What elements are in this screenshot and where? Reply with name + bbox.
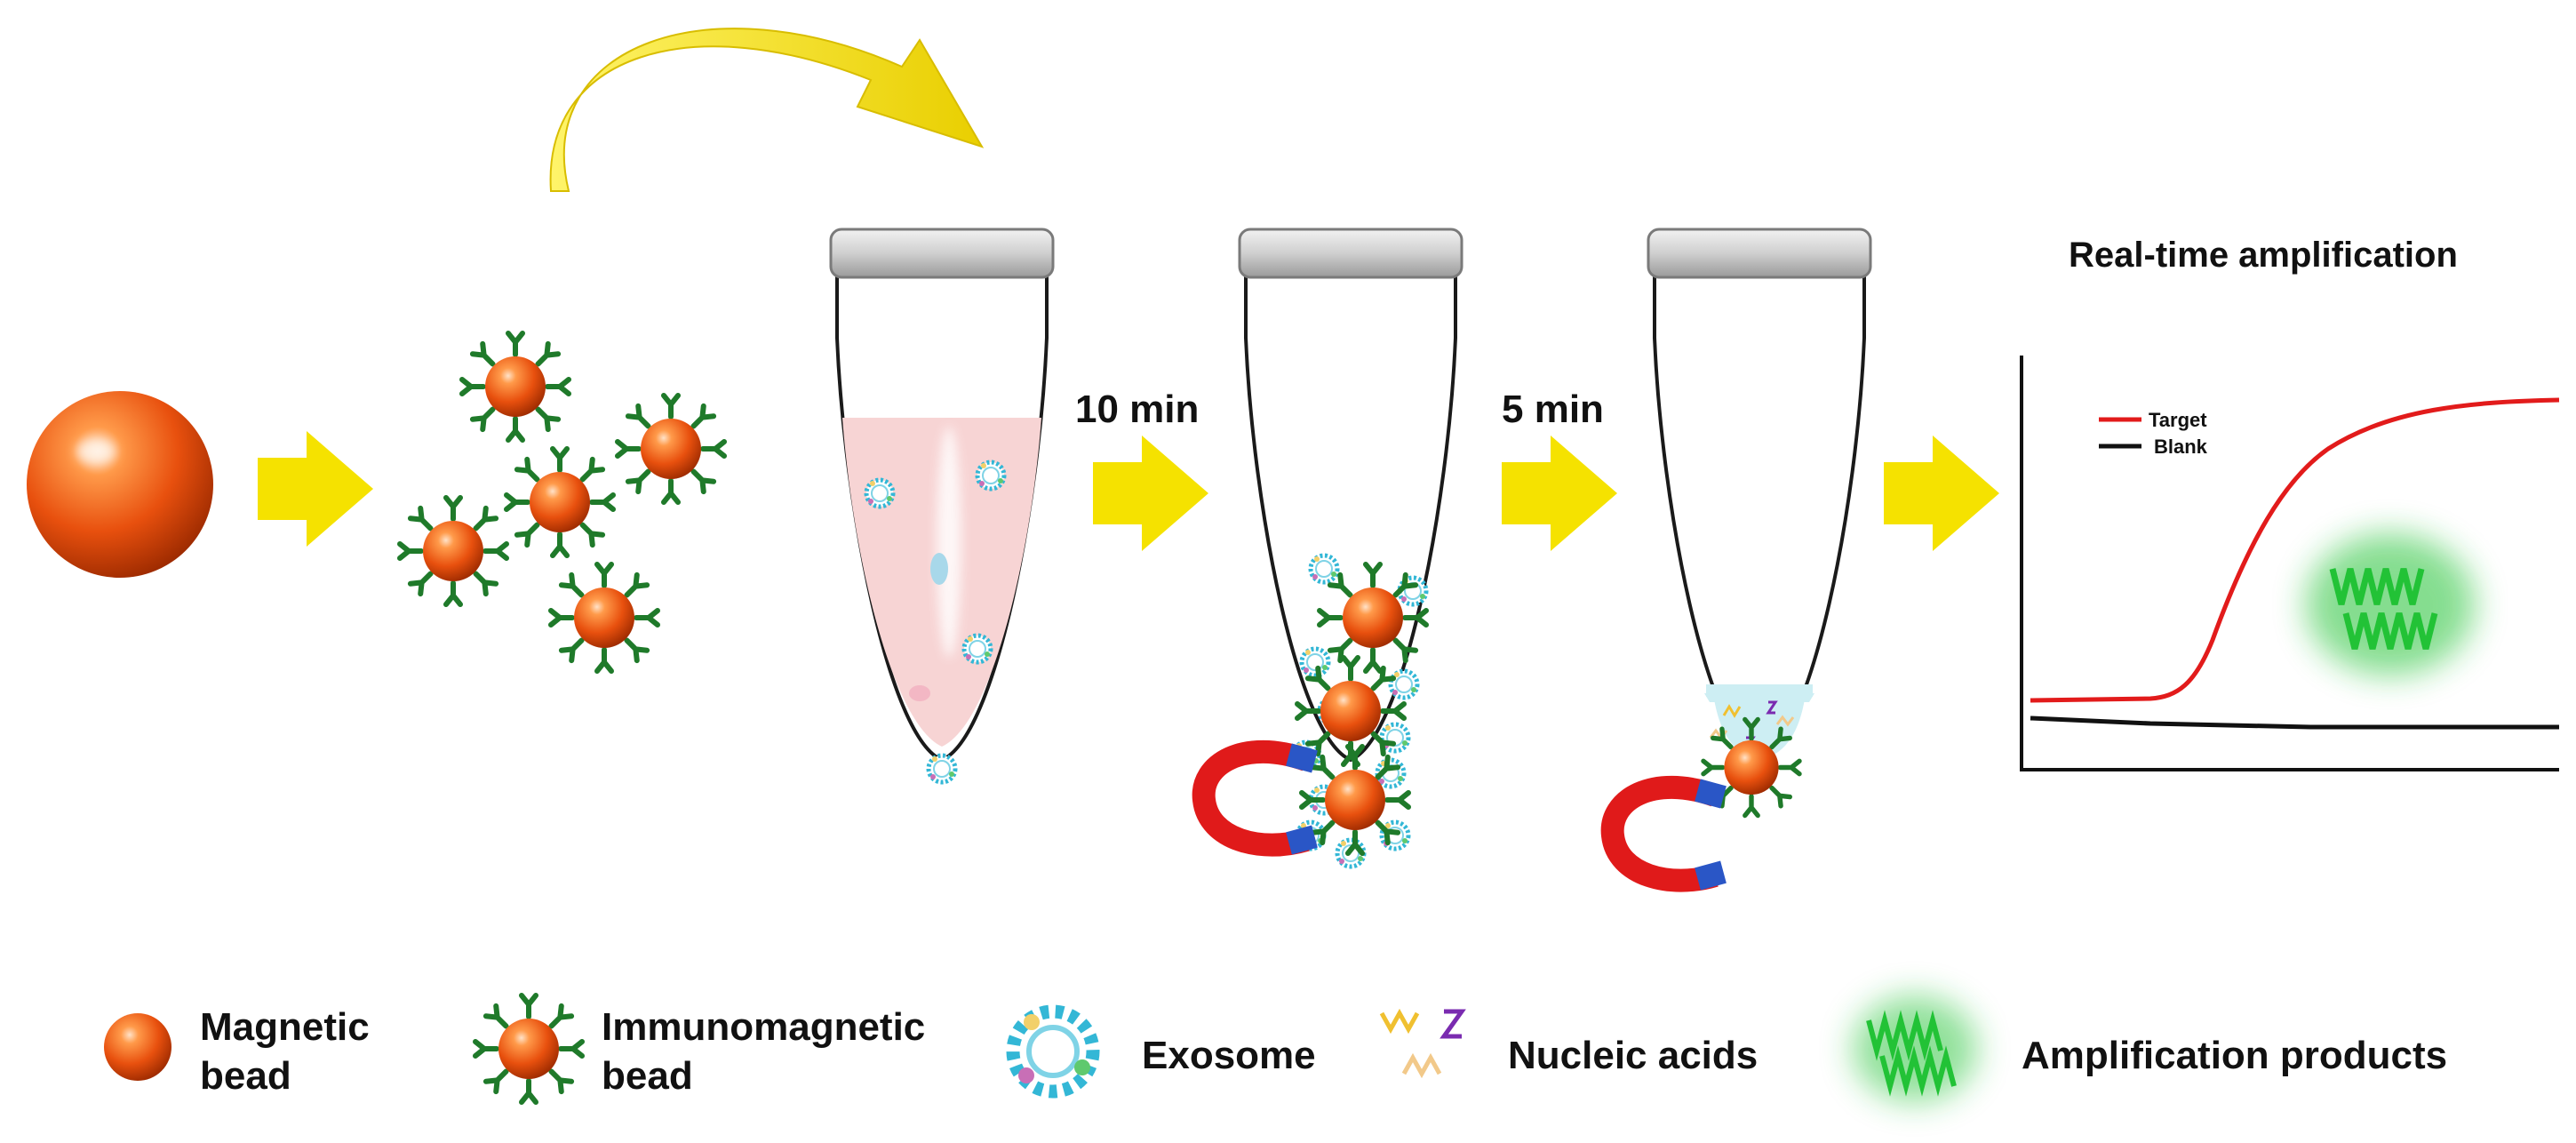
legend-magnetic-bead-line2: bead <box>200 1054 291 1098</box>
arrow-3 <box>1502 436 1617 551</box>
legend-amplification-products: Amplification products <box>1853 995 2447 1102</box>
arrow-1 <box>258 431 373 547</box>
legend-blank: Blank <box>2154 436 2208 458</box>
arrow-2 <box>1093 436 1208 551</box>
nucleic-acid-fragments <box>1709 700 1795 750</box>
immunomagnetic-bead-cluster <box>400 333 724 671</box>
graph-title: Real-time amplification <box>2069 236 2458 275</box>
legend-magnetic-bead: Magnetic bead <box>104 1005 370 1098</box>
step-time-10min: 10 min <box>1075 388 1199 431</box>
tube-3 <box>1647 228 1872 816</box>
tube-2 <box>1238 228 1463 867</box>
magnet-1 <box>1192 739 1318 857</box>
legend-target: Target <box>2149 409 2207 431</box>
nucleic-acid-tan <box>1401 1052 1442 1079</box>
target-curve <box>2030 397 2560 703</box>
blank-curve <box>2030 715 2559 730</box>
nucleic-acid-yellow <box>1379 1008 1420 1035</box>
amplification-products-glow <box>2306 533 2475 675</box>
legend-nucleic-acids-label: Nucleic acids <box>1508 1034 1758 1077</box>
magnet-2 <box>1600 775 1727 892</box>
legend-magnetic-bead-line1: Magnetic <box>200 1005 370 1049</box>
amplification-graph: Real-time amplification Target Blank <box>2020 236 2560 771</box>
legend-immuno-line2: bead <box>602 1054 693 1098</box>
legend-exosome: Exosome <box>1013 1011 1316 1091</box>
legend-immunomagnetic-bead: Immunomagnetic bead <box>475 995 925 1102</box>
tube-1 <box>829 228 1055 782</box>
arrow-4 <box>1884 436 1999 551</box>
legend-nucleic-acids: Nucleic acids <box>1379 1008 1758 1079</box>
legend-amplification-products-label: Amplification products <box>2022 1034 2447 1077</box>
legend: Magnetic bead Immunomagnetic bead Exosom… <box>104 995 2447 1102</box>
legend-immuno-line1: Immunomagnetic <box>602 1005 925 1049</box>
magnetic-bead-large <box>27 391 213 578</box>
step-time-5min: 5 min <box>1502 388 1604 431</box>
nucleic-acid-purple <box>1440 1009 1466 1039</box>
curved-transfer-arrow <box>549 28 985 192</box>
legend-exosome-label: Exosome <box>1142 1034 1316 1077</box>
